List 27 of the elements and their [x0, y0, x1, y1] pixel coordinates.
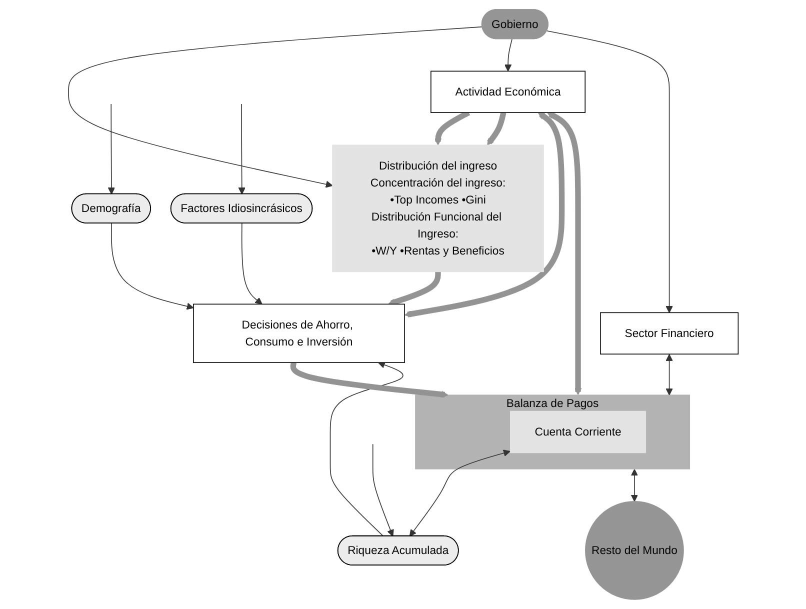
arrow: [238, 104, 246, 194]
arrow: [630, 468, 638, 502]
arrow: [241, 222, 262, 304]
arrow: [486, 112, 506, 146]
arrow: [330, 361, 403, 537]
arrow: [110, 222, 194, 310]
circle-node: Resto del Mundo: [584, 501, 684, 600]
arrow: [546, 30, 673, 313]
process-box: Cuenta Corriente: [510, 410, 646, 454]
text-panel: Distribución del ingreso Concentración del ingreso: •Top Incomes •Gini Distribución Funcional del Ingreso: •W/Y •Rentas y Beneficios: [332, 144, 544, 272]
arrow: [108, 104, 115, 194]
ellipse-node: Riqueza Acumulada: [337, 535, 458, 566]
ellipse-node: Factores Idiosincrásicos: [170, 193, 312, 224]
process-box: Actividad Económica: [430, 70, 586, 113]
arrow: [409, 450, 510, 537]
arrow: [68, 26, 482, 188]
arrow: [665, 354, 673, 396]
arrow: [404, 112, 564, 318]
arrow: [546, 112, 582, 396]
process-box: Sector Financiero: [600, 312, 738, 354]
arrow: [388, 272, 440, 306]
ellipse-node: Demografía: [70, 193, 151, 224]
process-box: Decisiones de Ahorro, Consumo e Inversión: [192, 304, 405, 363]
arrow: [290, 362, 448, 398]
arrow: [372, 444, 394, 537]
ellipse-node: Gobierno: [481, 9, 548, 40]
arrow: [504, 38, 512, 72]
